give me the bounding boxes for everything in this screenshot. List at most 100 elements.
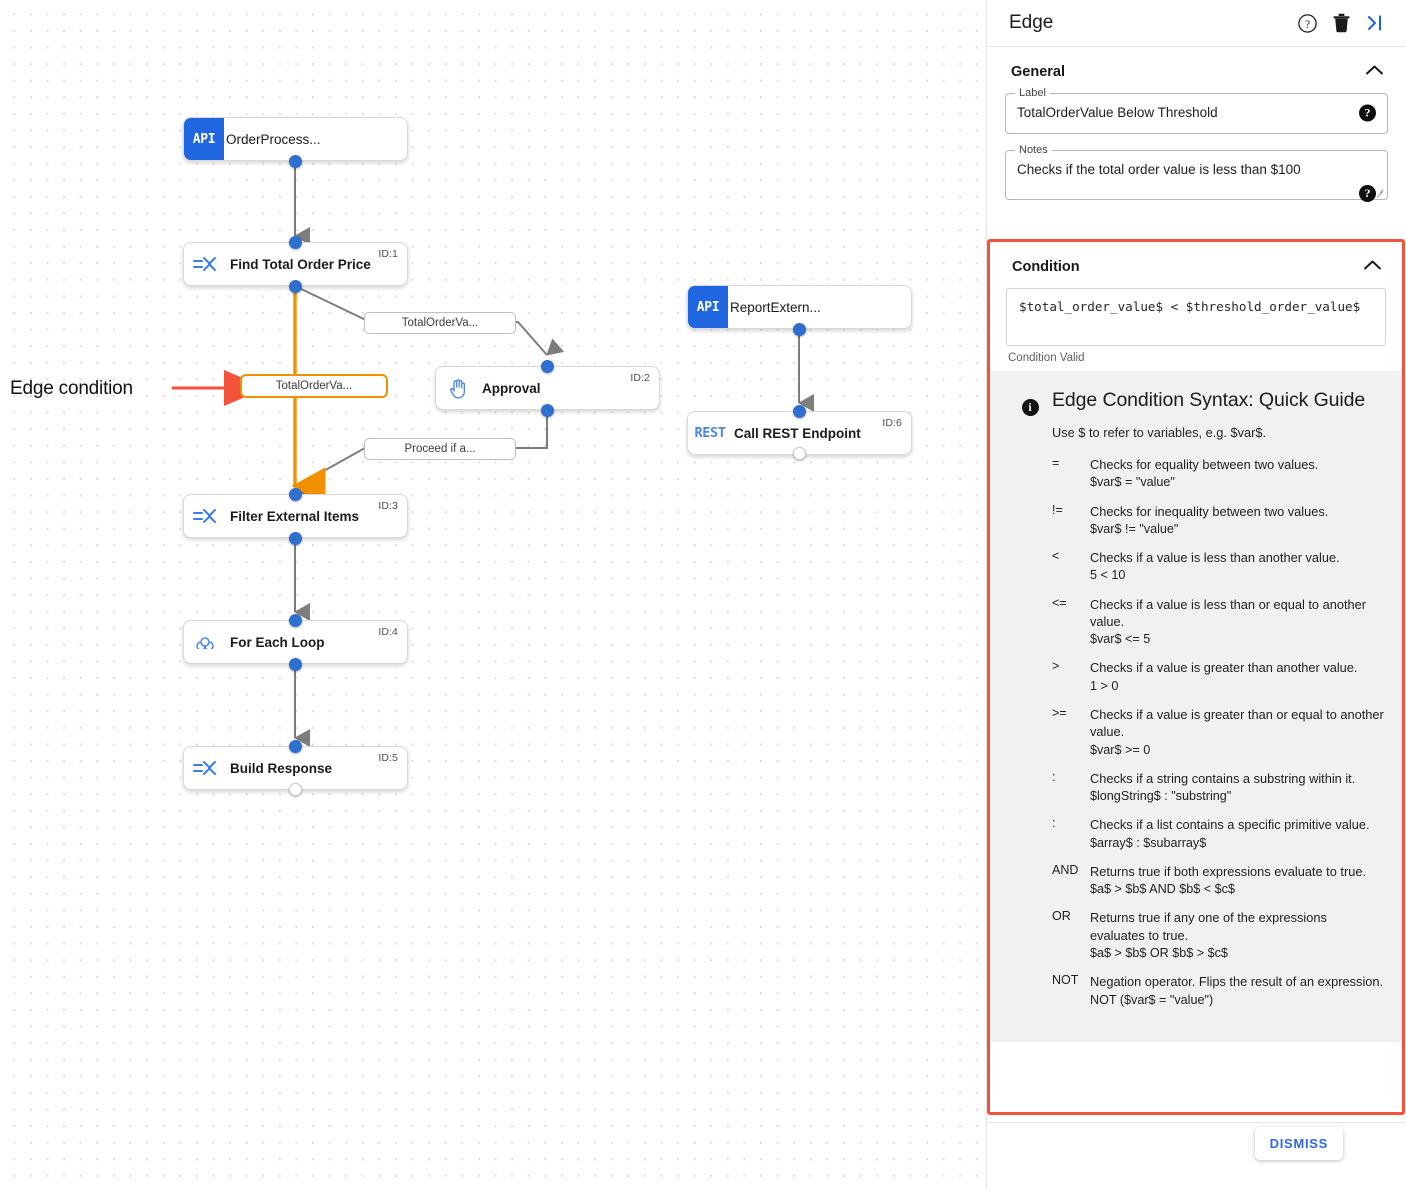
node-build-response[interactable]: Build Response ID:5: [183, 746, 408, 790]
operator-symbol: NOT: [1052, 973, 1079, 988]
node-title: OrderProcess...: [226, 131, 321, 147]
condition-status-text: Condition Valid: [1008, 352, 1085, 364]
notes-help-icon[interactable]: ?: [1359, 184, 1376, 202]
operator-example: $a$ > $b$ AND $b$ < $c$: [1090, 882, 1235, 897]
node-output-port[interactable]: [289, 280, 302, 293]
node-id-tag: ID:4: [378, 626, 398, 638]
operator-description: Checks if a value is less than another v…: [1090, 549, 1384, 585]
condition-section-highlighted: Condition $total_order_value$ < $thresho…: [987, 239, 1405, 1115]
chevron-up-icon[interactable]: [1363, 258, 1382, 276]
operator-row: >= Checks if a value is greater than or e…: [1052, 706, 1384, 759]
node-orderprocess[interactable]: API OrderProcess...: [183, 117, 408, 161]
node-id-tag: ID:6: [882, 417, 902, 429]
operator-symbol: <=: [1052, 595, 1067, 610]
operator-symbol: OR: [1052, 909, 1071, 924]
flow-canvas[interactable]: Edge condition API OrderProcess... Find …: [0, 0, 986, 1189]
notes-resize-handle[interactable]: [1374, 187, 1384, 197]
node-output-port[interactable]: [289, 783, 302, 796]
node-output-port[interactable]: [793, 447, 806, 460]
operator-example: NOT ($var$ = "value"): [1090, 992, 1214, 1007]
node-output-port[interactable]: [289, 532, 302, 545]
rest-icon: REST: [694, 425, 726, 441]
node-output-port[interactable]: [541, 404, 554, 417]
operator-description: Checks if a value is greater than anothe…: [1090, 659, 1384, 695]
operator-example: $longString$ : "substring": [1090, 789, 1232, 804]
operator-row: >Checks if a value is greater than anoth…: [1052, 659, 1384, 695]
operator-example: 1 > 0: [1090, 678, 1119, 693]
node-id-tag: ID:1: [378, 248, 398, 260]
node-input-port[interactable]: [289, 236, 302, 249]
node-input-port[interactable]: [793, 405, 806, 418]
operator-symbol: <: [1052, 549, 1060, 564]
operator-symbol: >=: [1052, 705, 1067, 720]
notes-field[interactable]: Notes Checks if the total order value is…: [1005, 143, 1388, 202]
notes-field-value[interactable]: Checks if the total order value is less …: [1017, 161, 1301, 177]
node-title: Filter External Items: [230, 508, 360, 524]
node-title: For Each Loop: [230, 634, 325, 650]
node-input-port[interactable]: [289, 488, 302, 501]
operator-list: = Checks for equality between two values.…: [1052, 456, 1384, 1009]
info-icon: i: [1021, 399, 1039, 416]
operator-example: $a$ > $b$ OR $b$ > $c$: [1090, 946, 1228, 961]
node-title: Build Response: [230, 760, 333, 776]
svg-text:?: ?: [1304, 19, 1309, 31]
node-title: Call REST Endpoint: [734, 425, 861, 441]
dismiss-button[interactable]: DISMISS: [1254, 1127, 1343, 1160]
operator-symbol: :: [1052, 769, 1056, 784]
node-output-port[interactable]: [793, 323, 806, 336]
operator-row: < Checks if a value is less than another …: [1052, 549, 1384, 585]
operator-symbol: =: [1052, 456, 1060, 470]
panel-header: Edge ?: [987, 0, 1406, 47]
operator-description: Checks if a value is less than or equal …: [1090, 596, 1384, 649]
condition-section-header[interactable]: Condition: [1006, 242, 1386, 288]
operator-description: Checks for equality between two values.$…: [1090, 456, 1384, 492]
node-input-port[interactable]: [289, 740, 302, 753]
label-field[interactable]: Label TotalOrderValue Below Threshold ?: [1005, 87, 1388, 134]
syntax-guide-panel: i Edge Condition Syntax: Quick Guide Use…: [990, 371, 1402, 1042]
label-help-icon[interactable]: ?: [1359, 104, 1376, 122]
node-output-port[interactable]: [289, 658, 302, 671]
operator-description: Checks if a list contains a specific pri…: [1090, 816, 1384, 852]
condition-expression-input[interactable]: $total_order_value$ < $threshold_order_v…: [1006, 288, 1386, 346]
edge-label-proceed-if[interactable]: Proceed if a...: [364, 438, 516, 460]
node-filter-external-items[interactable]: Filter External Items ID:3: [183, 494, 408, 538]
node-id-tag: ID:3: [378, 500, 398, 512]
node-output-port[interactable]: [289, 155, 302, 168]
transform-icon: [184, 256, 228, 272]
operator-row: : Checks if a string contains a substring…: [1052, 770, 1384, 806]
transform-icon: [184, 760, 228, 776]
help-circle-icon[interactable]: ?: [1290, 8, 1324, 38]
general-section-header[interactable]: General: [1005, 47, 1388, 93]
operator-example: 5 < 10: [1090, 568, 1126, 583]
node-input-port[interactable]: [541, 360, 554, 373]
operator-symbol: :: [1052, 816, 1056, 831]
operator-example: $var$ != "value": [1090, 521, 1179, 536]
syntax-guide-intro: Use $ to refer to variables, e.g. $var$.: [1052, 425, 1267, 440]
operator-description: Checks if a string contains a substring …: [1090, 770, 1384, 806]
node-id-tag: ID:2: [630, 372, 650, 384]
operator-symbol: !=: [1052, 502, 1063, 517]
edge-label-totalordervalue-upper[interactable]: TotalOrderVa...: [364, 312, 516, 334]
operator-row: : Checks if a list contains a specific pr…: [1052, 816, 1384, 852]
operator-description: Checks if a value is greater than or equ…: [1090, 706, 1384, 759]
label-field-value[interactable]: TotalOrderValue Below Threshold: [1017, 105, 1218, 120]
syntax-guide-title: Edge Condition Syntax: Quick Guide: [1052, 389, 1366, 411]
edge-label-totalordervalue-selected[interactable]: TotalOrderVa...: [240, 374, 388, 398]
operator-description: Returns true if any one of the expressio…: [1090, 909, 1384, 962]
trash-icon[interactable]: [1324, 8, 1358, 38]
node-reportextern[interactable]: API ReportExtern...: [687, 285, 912, 329]
operator-row: OR Returns true if any one of the express…: [1052, 909, 1384, 962]
operator-example: $array$ : $subarray$: [1090, 835, 1207, 850]
node-id-tag: ID:5: [378, 752, 398, 764]
condition-heading: Condition: [1012, 259, 1080, 275]
operator-row: = Checks for equality between two values.…: [1052, 456, 1384, 492]
edge-condition-annotation: Edge condition: [10, 378, 133, 399]
node-input-port[interactable]: [289, 614, 302, 627]
collapse-panel-icon[interactable]: [1358, 8, 1392, 38]
operator-description: Checks for inequality between two values…: [1090, 503, 1384, 539]
chevron-up-icon[interactable]: [1365, 63, 1384, 81]
operator-row: <= Checks if a value is less than or equa…: [1052, 596, 1384, 649]
operator-example: $var$ = "value": [1090, 475, 1175, 490]
